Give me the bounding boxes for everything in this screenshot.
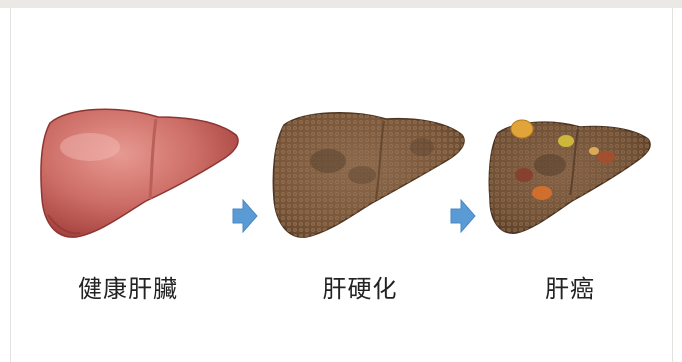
cancerous-liver-icon	[482, 95, 672, 255]
liver-cancer-label: 肝癌	[460, 274, 680, 304]
cirrhosis-label: 肝硬化	[250, 274, 470, 304]
cirrhosis-stage	[262, 95, 482, 255]
top-border	[0, 0, 682, 8]
healthy-liver-icon	[28, 95, 248, 255]
right-arrow-icon	[450, 199, 476, 233]
liver-cancer-stage	[482, 95, 682, 255]
right-arrow-icon	[232, 199, 258, 233]
healthy-liver-stage	[28, 95, 248, 255]
arrow-1	[232, 199, 258, 238]
cirrhotic-liver-icon	[262, 95, 482, 255]
left-border-line	[10, 8, 11, 362]
arrow-2	[450, 199, 476, 238]
healthy-liver-label: 健康肝臟	[18, 274, 238, 304]
